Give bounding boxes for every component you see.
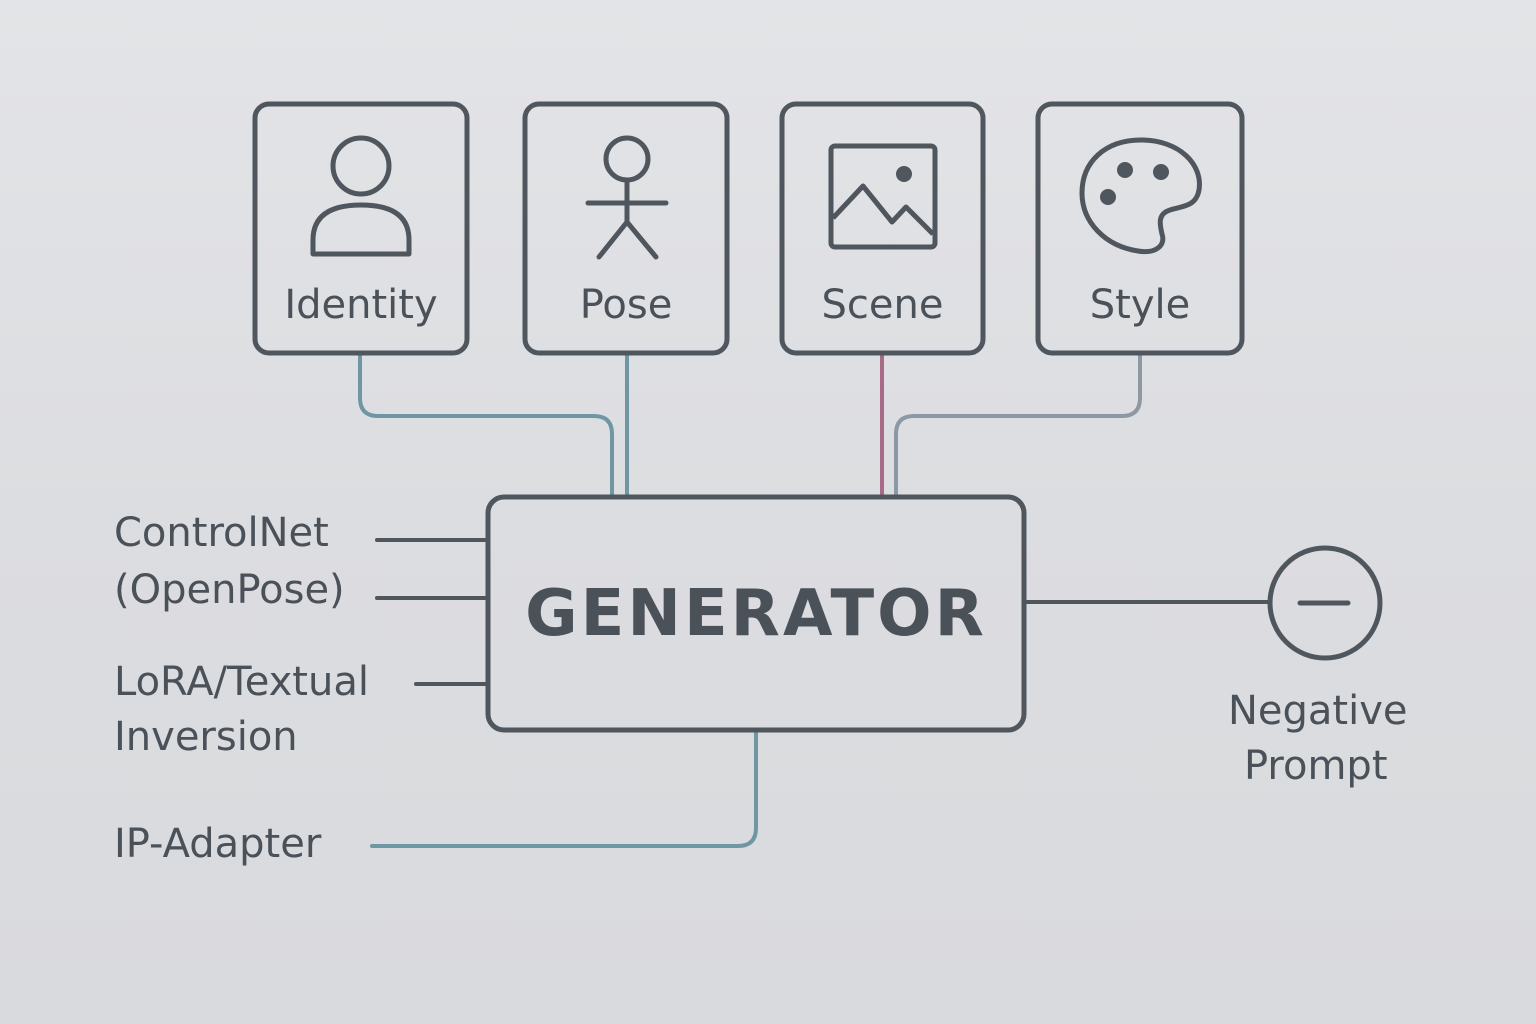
identity-box xyxy=(252,101,470,356)
negative-prompt-line1: Negative xyxy=(1228,688,1408,734)
ip-adapter-label: IP-Adapter xyxy=(114,821,322,867)
lora-label-line2: Inversion xyxy=(114,714,298,760)
connector-style xyxy=(894,352,1142,499)
scene-box xyxy=(779,101,986,356)
palette-icon xyxy=(1079,137,1202,255)
stick-figure-icon xyxy=(585,135,669,260)
generator-label: GENERATOR xyxy=(525,576,987,651)
style-box xyxy=(1035,101,1245,356)
generator-box xyxy=(485,494,1027,733)
negative-prompt-line2: Prompt xyxy=(1244,743,1388,789)
connector-ip-adapter xyxy=(370,728,758,848)
lora-label-line1: LoRA/Textual xyxy=(114,659,369,705)
connector-identity xyxy=(358,352,614,499)
scene-label: Scene xyxy=(821,282,944,328)
pose-label: Pose xyxy=(579,282,673,328)
person-icon xyxy=(310,135,412,257)
controlnet-label-line2: (OpenPose) xyxy=(114,567,345,613)
image-landscape-icon xyxy=(828,143,938,250)
controlnet-label-line1: ControlNet xyxy=(114,510,329,556)
pose-box xyxy=(522,101,730,356)
minus-circle-icon xyxy=(1267,545,1383,661)
style-label: Style xyxy=(1089,282,1191,328)
identity-label: Identity xyxy=(284,282,438,328)
